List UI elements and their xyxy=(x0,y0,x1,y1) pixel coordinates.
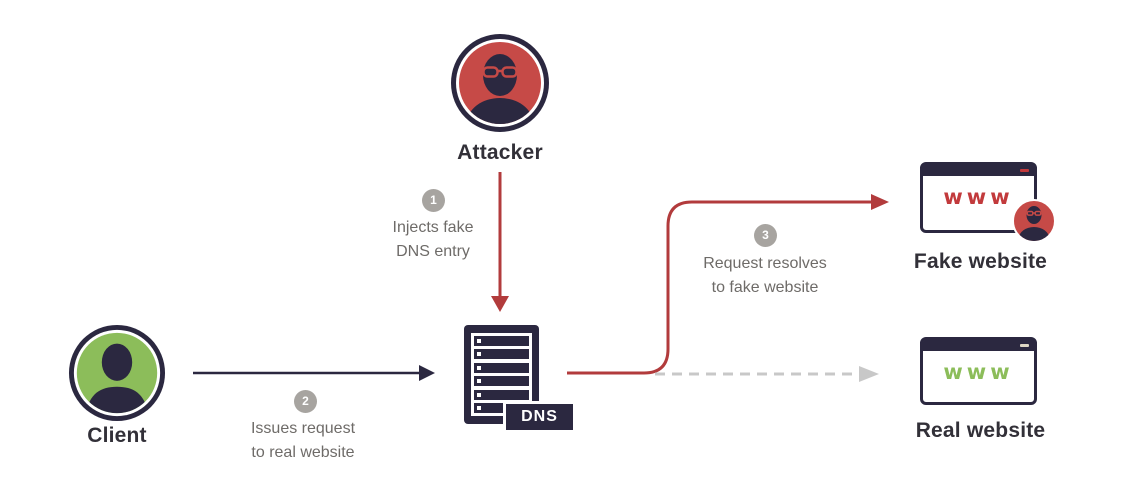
window-dash-icon xyxy=(1020,169,1029,172)
browser-title-bar xyxy=(923,165,1034,176)
step-3-line-2: to fake website xyxy=(711,279,819,296)
step-3-badge: 3 xyxy=(754,224,777,247)
step-1-line-2: DNS entry xyxy=(396,243,470,260)
arrow-dns-to-fake-website xyxy=(567,194,889,375)
server-slot xyxy=(474,336,529,346)
arrowhead-down-icon xyxy=(491,296,509,312)
step-1-line-1: Injects fake xyxy=(392,219,474,236)
real-website-label: Real website xyxy=(915,419,1046,442)
server-slot xyxy=(474,362,529,373)
arrowhead-right-icon xyxy=(871,194,889,210)
server-slot xyxy=(474,349,529,360)
step-3-line-1: Request resolves xyxy=(703,255,827,272)
real-website-www-text: www xyxy=(943,360,1014,384)
dns-server-rack xyxy=(471,333,532,416)
arrowhead-right-icon xyxy=(419,365,435,381)
client-label: Client xyxy=(87,424,147,447)
fake-website-label: Fake website xyxy=(913,250,1048,273)
arrow-dns-to-real-website-dashed xyxy=(655,366,879,382)
dns-tag-label: DNS xyxy=(503,401,576,433)
browser-title-bar xyxy=(923,340,1034,351)
attacker-glasses-icon xyxy=(482,66,518,78)
step-3-text: Request resolves to fake website xyxy=(680,252,850,300)
step-2-line-1: Issues request xyxy=(250,420,356,437)
step-1-badge: 1 xyxy=(422,189,445,212)
step-2-line-2: to real website xyxy=(251,444,355,461)
attacker-label: Attacker xyxy=(457,141,543,164)
step-2-text: Issues request to real website xyxy=(223,417,383,465)
arrowhead-right-icon xyxy=(859,366,879,382)
client-avatar-icon xyxy=(68,324,166,422)
mini-attacker-avatar-icon xyxy=(1012,199,1056,243)
step-1-text: Injects fake DNS entry xyxy=(353,216,513,264)
server-slot xyxy=(474,402,529,413)
window-dash-icon xyxy=(1020,344,1029,347)
attacker-avatar-icon xyxy=(451,34,549,132)
server-slot xyxy=(474,376,529,387)
arrow-attacker-to-dns xyxy=(491,172,509,312)
real-website-icon: www xyxy=(920,337,1037,405)
fake-website-www-text: www xyxy=(943,185,1014,209)
server-slot xyxy=(474,389,529,400)
arrow-client-to-dns xyxy=(193,365,435,381)
step-2-badge: 2 xyxy=(294,390,317,413)
